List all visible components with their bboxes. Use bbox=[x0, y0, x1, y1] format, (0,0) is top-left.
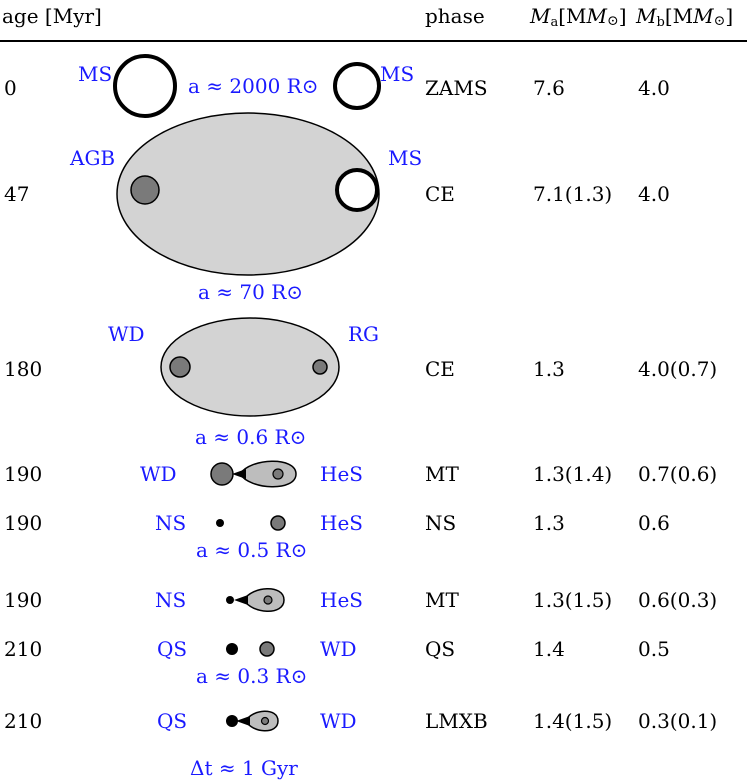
row-3-age: 190 bbox=[4, 462, 43, 486]
row-5-phase: MT bbox=[425, 588, 459, 612]
row-0-ma: 7.6 bbox=[533, 76, 565, 100]
row-0-mb: 4.0 bbox=[638, 76, 670, 100]
star-ms-in-envelope bbox=[335, 168, 379, 212]
star-qs-accretor bbox=[226, 715, 238, 727]
row-4-right-label: HeS bbox=[320, 511, 363, 535]
row-1-separation: a ≈ 70 R⊙ bbox=[198, 280, 304, 304]
row-0-phase: ZAMS bbox=[425, 76, 488, 100]
row-2-age: 180 bbox=[4, 357, 43, 381]
row-1-left-label: AGB bbox=[70, 146, 116, 170]
header-rule bbox=[0, 40, 747, 42]
star-agb-core bbox=[130, 175, 160, 205]
roche-lobe-hes-1 bbox=[239, 460, 297, 488]
row-1-ma: 7.1(1.3) bbox=[533, 182, 613, 206]
row-7-ma: 1.4(1.5) bbox=[533, 709, 613, 733]
row-6-mb: 0.5 bbox=[638, 637, 670, 661]
row-4-phase: NS bbox=[425, 511, 457, 535]
row-6-age: 210 bbox=[4, 637, 43, 661]
row-0-age: 0 bbox=[4, 76, 17, 100]
star-wd-2 bbox=[259, 641, 275, 657]
row-4-age: 190 bbox=[4, 511, 43, 535]
row-3-phase: MT bbox=[425, 462, 459, 486]
common-envelope-1 bbox=[116, 112, 380, 276]
row-2-separation: a ≈ 0.6 R⊙ bbox=[195, 425, 307, 449]
row-6-separation: a ≈ 0.3 R⊙ bbox=[196, 664, 308, 688]
star-wd bbox=[169, 356, 191, 378]
row-7-age: 210 bbox=[4, 709, 43, 733]
row-7-left-label: QS bbox=[157, 709, 188, 733]
mass-transfer-arrow-1 bbox=[232, 469, 246, 479]
star-hes-core-3 bbox=[263, 595, 273, 605]
row-5-ma: 1.3(1.5) bbox=[533, 588, 613, 612]
header-ma: Ma[MM⊙] bbox=[530, 4, 627, 30]
row-4-mb: 0.6 bbox=[638, 511, 670, 535]
footer-duration: Δt ≈ 1 Gyr bbox=[190, 756, 298, 780]
row-1-right-label: MS bbox=[388, 146, 423, 170]
row-7-phase: LMXB bbox=[425, 709, 488, 733]
row-4-separation: a ≈ 0.5 R⊙ bbox=[196, 538, 308, 562]
row-2-right-label: RG bbox=[348, 322, 380, 346]
header-phase: phase bbox=[425, 4, 485, 28]
star-ms-primary bbox=[113, 54, 177, 118]
star-wd-accretor bbox=[210, 462, 234, 486]
row-6-phase: QS bbox=[425, 637, 456, 661]
star-hes-2 bbox=[270, 515, 286, 531]
row-3-ma: 1.3(1.4) bbox=[533, 462, 613, 486]
row-1-mb: 4.0 bbox=[638, 182, 670, 206]
star-rg-core bbox=[312, 359, 328, 375]
row-2-left-label: WD bbox=[108, 322, 145, 346]
row-6-ma: 1.4 bbox=[533, 637, 565, 661]
row-6-right-label: WD bbox=[320, 637, 357, 661]
star-qs-1 bbox=[226, 643, 238, 655]
row-1-age: 47 bbox=[4, 182, 30, 206]
row-0-left-label: MS bbox=[78, 62, 113, 86]
row-2-mb: 4.0(0.7) bbox=[638, 357, 718, 381]
row-4-ma: 1.3 bbox=[533, 511, 565, 535]
star-ns-1 bbox=[216, 519, 224, 527]
row-0-separation: a ≈ 2000 R⊙ bbox=[188, 74, 319, 98]
header-age: age [Myr] bbox=[2, 4, 102, 28]
row-1-phase: CE bbox=[425, 182, 455, 206]
header-mb: Mb[MM⊙] bbox=[636, 4, 734, 30]
row-0-right-label: MS bbox=[380, 62, 415, 86]
star-ms-secondary bbox=[333, 62, 381, 110]
star-ns-accretor bbox=[226, 596, 234, 604]
row-5-age: 190 bbox=[4, 588, 43, 612]
row-6-left-label: QS bbox=[157, 637, 188, 661]
row-7-right-label: WD bbox=[320, 709, 357, 733]
star-wd-core bbox=[260, 716, 270, 726]
row-3-left-label: WD bbox=[140, 462, 177, 486]
row-5-right-label: HeS bbox=[320, 588, 363, 612]
mass-transfer-arrow-2 bbox=[234, 595, 248, 605]
row-7-mb: 0.3(0.1) bbox=[638, 709, 718, 733]
row-2-ma: 1.3 bbox=[533, 357, 565, 381]
row-5-left-label: NS bbox=[155, 588, 187, 612]
row-5-mb: 0.6(0.3) bbox=[638, 588, 718, 612]
star-hes-core-1 bbox=[272, 468, 284, 480]
row-2-phase: CE bbox=[425, 357, 455, 381]
common-envelope-2 bbox=[160, 317, 340, 417]
mass-transfer-arrow-3 bbox=[236, 716, 250, 726]
row-3-right-label: HeS bbox=[320, 462, 363, 486]
row-3-mb: 0.7(0.6) bbox=[638, 462, 718, 486]
row-4-left-label: NS bbox=[155, 511, 187, 535]
